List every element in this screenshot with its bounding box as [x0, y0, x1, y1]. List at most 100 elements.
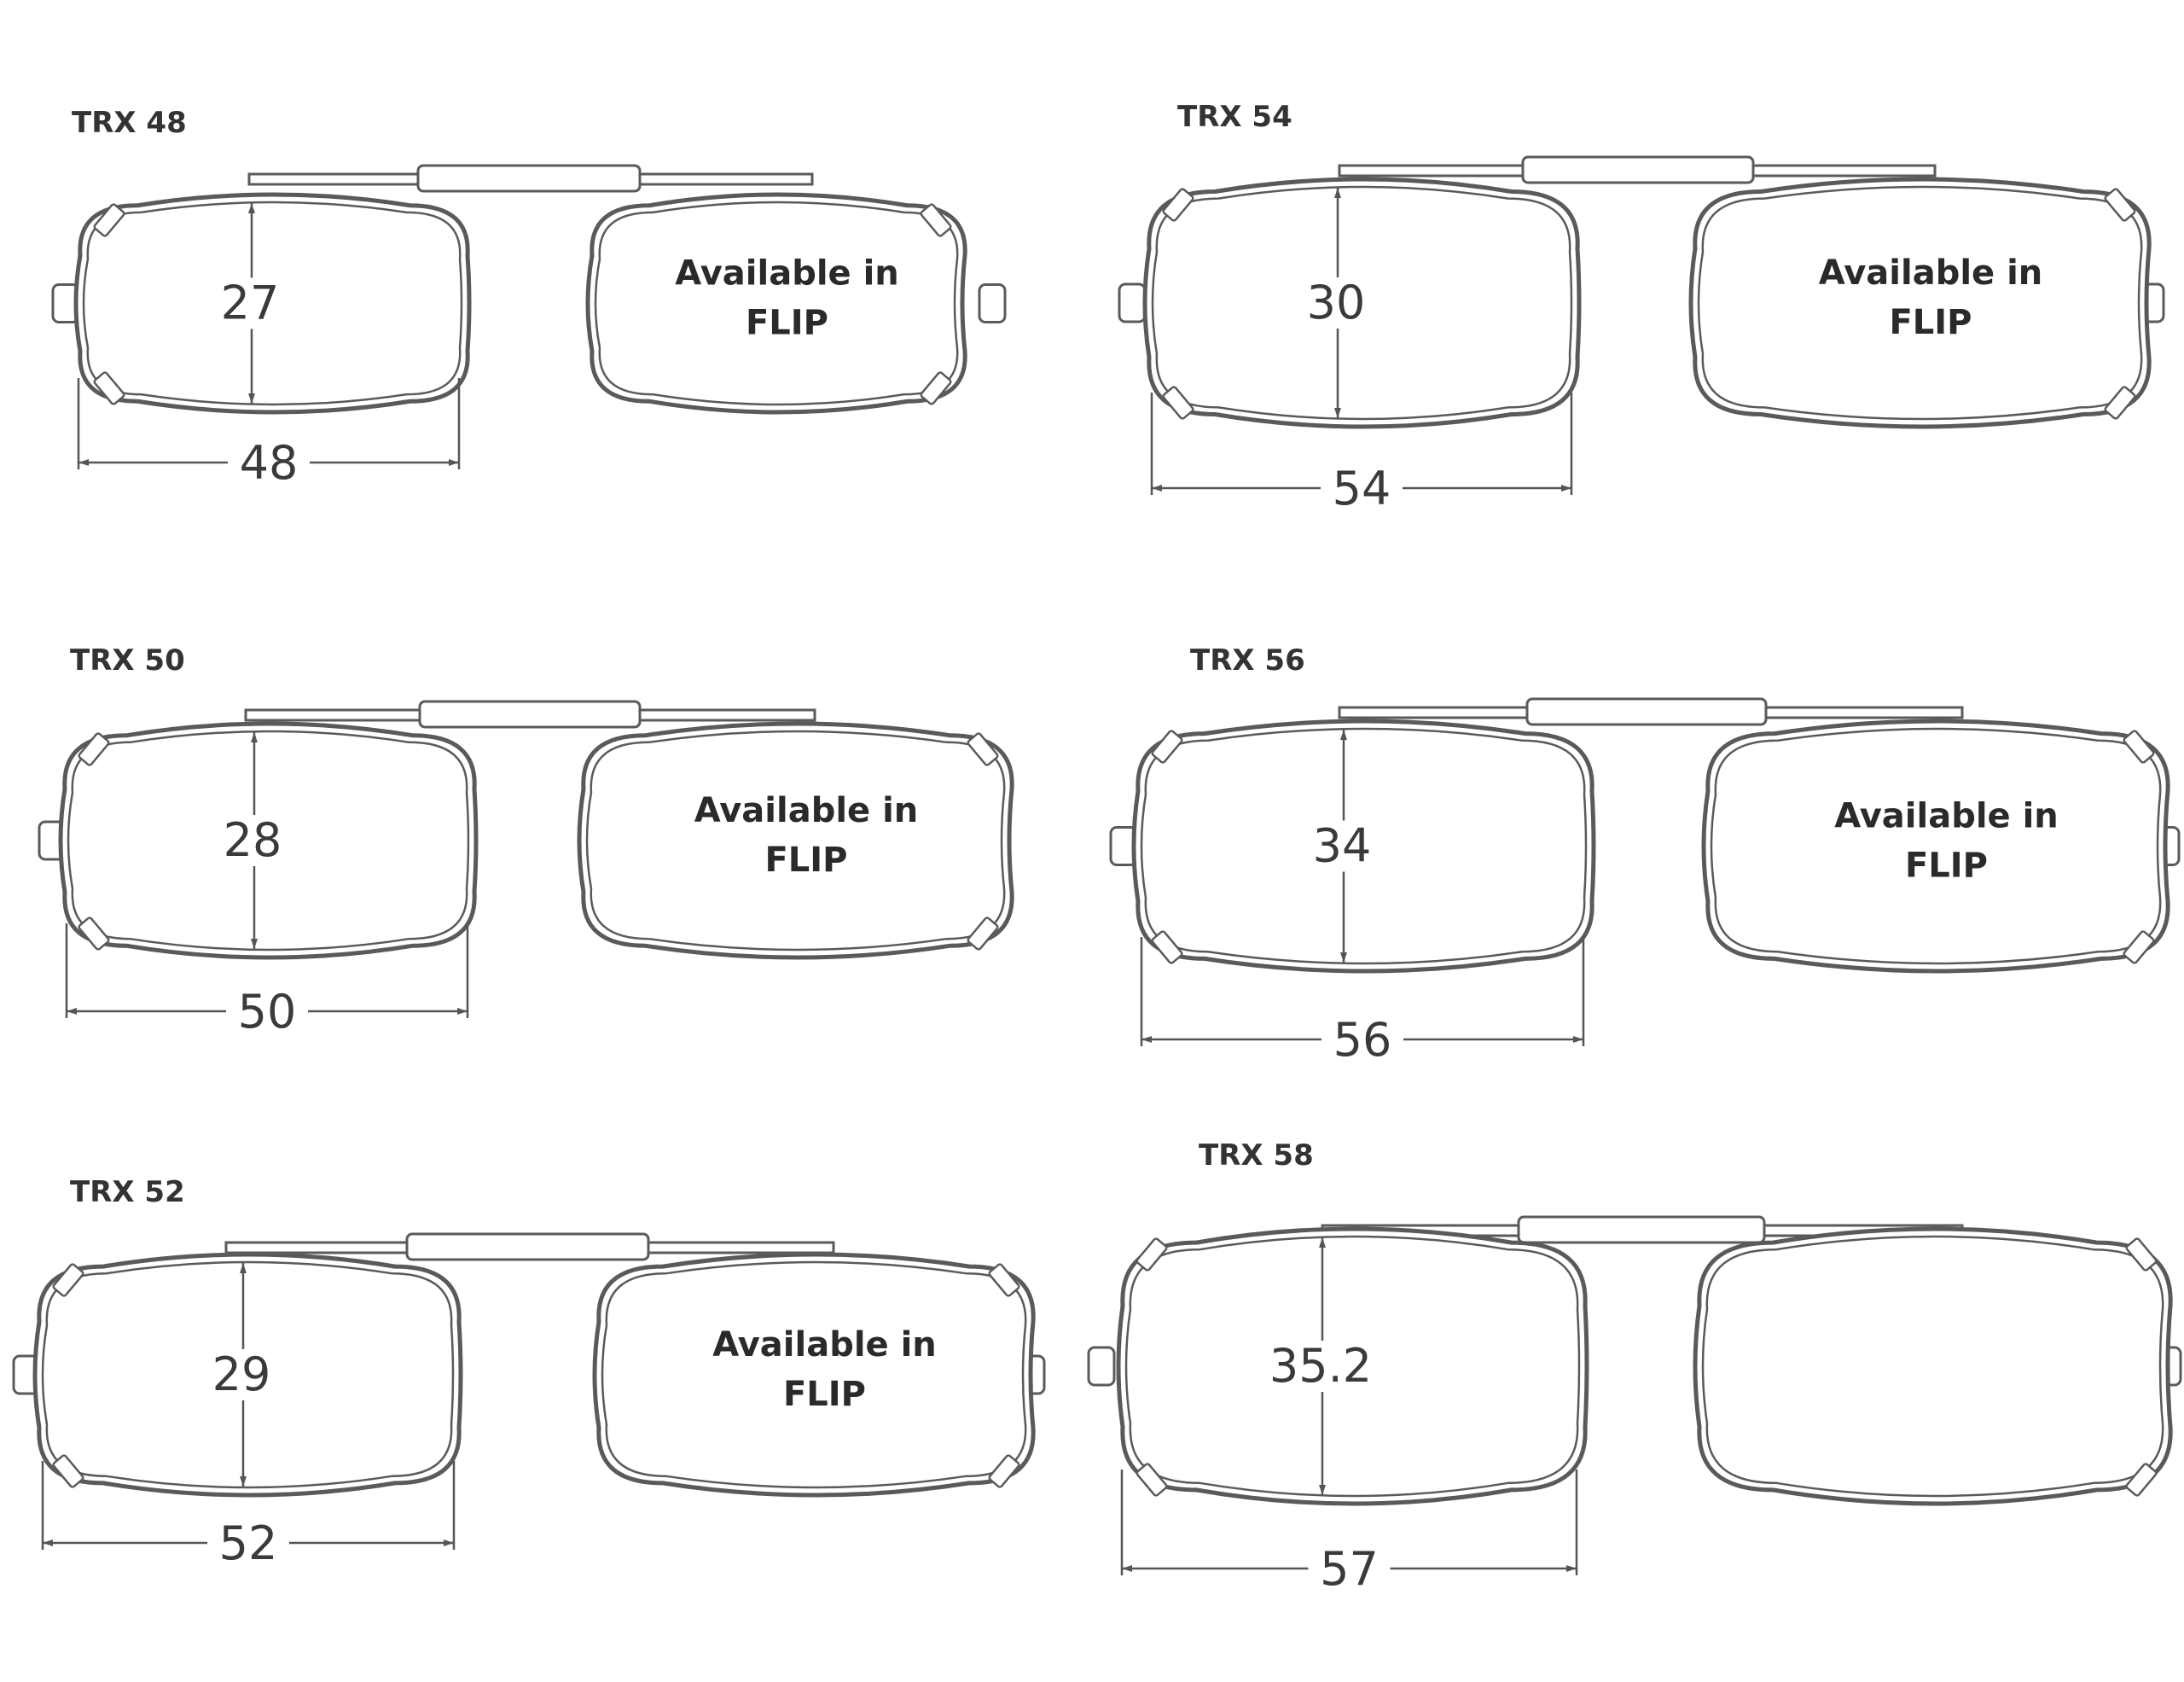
left-hinge-knob: [1087, 1346, 1116, 1387]
right-lens-inner: [1701, 1235, 2164, 1498]
right-lens-inner: [601, 1260, 1027, 1489]
clip-pad: [78, 917, 110, 951]
flip-option-text: FLIP: [764, 841, 847, 880]
bridge-tube: [1517, 1215, 1766, 1244]
bridge-tube: [1525, 697, 1768, 726]
arrowhead: [1319, 1485, 1326, 1495]
clip-pad: [920, 203, 952, 237]
arrowhead: [248, 203, 255, 213]
arrowhead: [1340, 730, 1347, 740]
arrowhead: [43, 1539, 53, 1546]
height-value: 28: [224, 813, 282, 867]
model-label: TRX 54: [1177, 100, 1292, 134]
availability-text: Available in: [694, 791, 919, 830]
arrowhead: [240, 1263, 247, 1273]
arrowhead: [240, 1476, 247, 1487]
arrowhead: [1340, 952, 1347, 963]
width-value: 57: [1320, 1542, 1379, 1596]
left-lens-inner: [1151, 185, 1573, 421]
clip-on-model-6: TRX 58 35.2 57: [1087, 1138, 2182, 1596]
height-value-backdrop: [218, 277, 286, 329]
clip-pad: [1151, 930, 1183, 964]
arrowhead: [1152, 485, 1162, 492]
width-value: 56: [1333, 1013, 1392, 1067]
clip-pad: [920, 371, 952, 405]
clip-pad: [2104, 188, 2136, 222]
arrowhead: [78, 459, 89, 466]
right-lens-frame: [1693, 1226, 2173, 1506]
height-value: 34: [1313, 819, 1372, 873]
availability-text: Available in: [1834, 797, 2059, 836]
width-value-backdrop: [1308, 1543, 1391, 1594]
height-value: 35.2: [1269, 1339, 1372, 1393]
arrowhead: [251, 939, 258, 949]
clip-pad: [2125, 1463, 2158, 1497]
flip-option-text: FLIP: [1905, 847, 1988, 886]
model-label: TRX 58: [1199, 1138, 1314, 1173]
bridge-tube: [416, 164, 642, 193]
right-lens-inner: [1697, 185, 2143, 421]
clip-pad: [1136, 1463, 1168, 1497]
arrowhead: [1122, 1565, 1132, 1572]
arrowhead: [67, 1008, 77, 1015]
model-label: TRX 52: [70, 1175, 185, 1209]
left-lens-inner: [1124, 1235, 1581, 1498]
arrowhead: [1334, 188, 1341, 198]
flip-option-text: FLIP: [1889, 303, 1972, 342]
flip-option-text: FLIP: [746, 304, 828, 343]
width-value-backdrop: [228, 437, 310, 488]
arrowhead: [1561, 485, 1571, 492]
width-value-backdrop: [226, 986, 308, 1037]
clip-pad: [2104, 386, 2136, 420]
clip-pad: [1136, 1237, 1168, 1272]
clip-pad: [988, 1454, 1020, 1488]
right-lens-frame: [592, 1252, 1036, 1498]
flip-option-text: FLIP: [783, 1375, 866, 1414]
clip-on-model-4: TRX 56 34 56 Available in FLIP: [1109, 643, 2181, 1067]
availability-text: Available in: [675, 254, 899, 294]
width-value: 54: [1333, 462, 1391, 515]
clip-pad: [967, 917, 999, 951]
height-value: 30: [1307, 276, 1366, 329]
height-value-backdrop: [1304, 277, 1372, 329]
clip-pad: [1162, 386, 1194, 420]
clip-pad: [93, 203, 125, 237]
arrowhead: [1566, 1565, 1577, 1572]
clip-pad: [1151, 730, 1183, 764]
clip-pad: [2123, 930, 2155, 964]
right-lens-inner: [1710, 727, 2162, 965]
model-label: TRX 48: [72, 106, 187, 140]
model-label: TRX 56: [1190, 643, 1305, 678]
clip-pad: [93, 371, 125, 405]
arrowhead: [1573, 1036, 1583, 1043]
arrowhead: [449, 459, 459, 466]
clip-pad: [967, 732, 999, 766]
right-lens-inner: [594, 201, 959, 406]
right-hinge-knob: [978, 283, 1007, 323]
right-lens-frame: [585, 192, 967, 415]
width-value: 50: [238, 985, 297, 1039]
left-lens-inner: [1140, 727, 1588, 965]
height-value-backdrop: [1310, 820, 1378, 872]
arrowhead: [1334, 408, 1341, 418]
left-hinge-knob: [1118, 282, 1147, 323]
arrowhead: [457, 1008, 468, 1015]
left-lens-inner: [67, 730, 470, 952]
clip-pad: [988, 1263, 1020, 1297]
clip-pad: [2125, 1237, 2158, 1272]
width-value-backdrop: [1321, 1014, 1403, 1065]
right-lens-frame: [577, 721, 1014, 960]
clip-pad: [2123, 730, 2155, 764]
clip-pad: [52, 1263, 84, 1297]
bridge-tube: [405, 1232, 650, 1261]
arrowhead: [444, 1539, 454, 1546]
arrowhead: [1319, 1237, 1326, 1248]
width-value: 52: [219, 1516, 278, 1570]
height-value-backdrop: [1261, 1341, 1384, 1392]
width-value-backdrop: [1321, 463, 1403, 514]
